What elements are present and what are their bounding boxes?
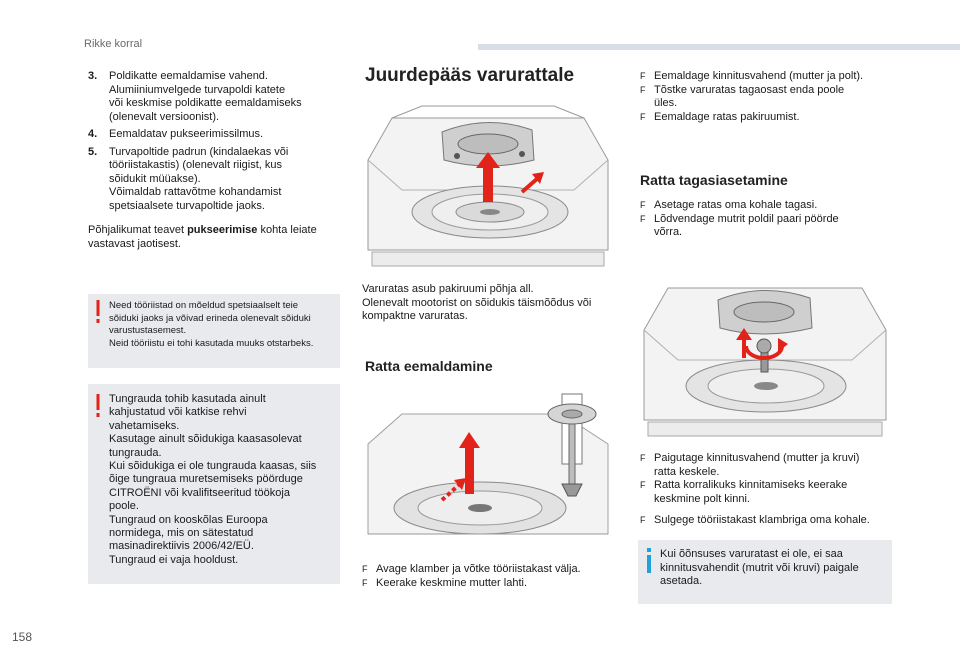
list-item: F Asetage ratas oma kohale tagasi. — [640, 199, 900, 213]
wheel-removal-illustration — [362, 384, 614, 556]
bullet-text: Ratta korralikuks kinnitamiseks keerake … — [654, 479, 848, 505]
warning-text: Tungrauda tohib kasutada ainult kahjusta… — [109, 393, 317, 566]
bullet-marker: F — [640, 71, 646, 81]
list-item: 3. Poldikatte eemaldamise vahend. Alumii… — [88, 70, 348, 124]
warning-box: Tungrauda tohib kasutada ainult kahjusta… — [88, 384, 340, 584]
list-item: F Avage klamber ja võtke tööriistakast v… — [362, 563, 622, 577]
bullet-text: Avage klamber ja võtke tööriistakast väl… — [376, 563, 581, 575]
para-text: Põhjalikumat teavet — [88, 224, 188, 236]
bullet-marker: F — [362, 564, 368, 574]
para-text: kohta leiate vastavast jaotisest. — [88, 224, 317, 250]
list-item: 5. Turvapoltide padrun (kindalaekas või … — [88, 146, 348, 214]
bullet-marker: F — [640, 84, 646, 95]
section-heading-refitting: Ratta tagasiasetamine — [640, 172, 788, 188]
list-item: F Lõdvendage mutrit poldil paari pöörde … — [640, 213, 900, 240]
page-title: Juurdepääs varurattale — [365, 65, 575, 86]
list-item: F Keerake keskmine mutter lahti. — [362, 577, 622, 591]
refitting-steps: F Asetage ratas oma kohale tagasi. F Lõd… — [640, 199, 900, 240]
item-text: Eemaldatav pukseerimissilmus. — [109, 128, 264, 140]
bullet-marker: F — [640, 111, 646, 122]
item-text: Poldikatte eemaldamise vahend. Alumiiniu… — [109, 70, 302, 123]
section-title: Rikke korral — [84, 38, 143, 50]
warning-box: Need tööriistad on mõeldud spetsiaalselt… — [88, 294, 340, 368]
tool-list: 3. Poldikatte eemaldamise vahend. Alumii… — [88, 70, 348, 251]
warning-icon — [96, 394, 100, 417]
info-box: Kui õõnsuses varuratast ei ole, ei saa k… — [638, 540, 892, 604]
securing-steps: F Paigutage kinnitusvahend (mutter ja kr… — [640, 452, 900, 528]
wheel-refitting-illustration — [638, 270, 892, 442]
bullet-text: Lõdvendage mutrit poldil paari pöörde võ… — [654, 212, 839, 239]
removal-steps-continued: F Eemaldage kinnitusvahend (mutter ja po… — [640, 70, 900, 124]
info-text: Kui õõnsuses varuratast ei ole, ei saa k… — [660, 548, 859, 587]
bullet-marker: F — [640, 213, 646, 224]
bullet-marker: F — [640, 453, 646, 463]
info-icon — [647, 548, 651, 573]
spare-wheel-access-illustration — [362, 100, 614, 272]
list-item: F Eemaldage ratas pakiruumist. — [640, 111, 900, 125]
removal-steps: F Avage klamber ja võtke tööriistakast v… — [362, 563, 622, 590]
warning-text: Need tööriistad on mõeldud spetsiaalselt… — [109, 300, 314, 349]
item-number: 5. — [88, 145, 98, 158]
bullet-marker: F — [640, 480, 646, 490]
bullet-marker: F — [640, 515, 646, 525]
item-text: Turvapoltide padrun (kindalaekas või töö… — [109, 145, 289, 212]
bullet-text: Tõstke varuratas tagaosast enda poole ül… — [654, 83, 845, 110]
list-item: F Tõstke varuratas tagaosast enda poole … — [640, 84, 900, 111]
bullet-text: Eemaldage kinnitusvahend (mutter ja polt… — [654, 70, 864, 82]
bullet-text: Keerake keskmine mutter lahti. — [376, 576, 528, 589]
item-number: 4. — [88, 128, 98, 140]
bullet-text: Asetage ratas oma kohale tagasi. — [654, 199, 818, 211]
list-item: F Paigutage kinnitusvahend (mutter ja kr… — [640, 452, 900, 479]
list-item: 4. Eemaldatav pukseerimissilmus. — [88, 128, 348, 142]
para-bold-text: pukseerimise — [187, 224, 258, 236]
bullet-marker: F — [362, 577, 368, 588]
list-item: F Ratta korralikuks kinnitamiseks keerak… — [640, 479, 900, 506]
towing-reference: Põhjalikumat teavet pukseerimise kohta l… — [88, 224, 348, 251]
spare-wheel-intro: Varuratas asub pakiruumi põhja all. Olen… — [362, 283, 592, 322]
header-bar — [478, 44, 960, 50]
warning-icon — [96, 300, 100, 323]
bullet-marker: F — [640, 200, 646, 210]
list-item: F Eemaldage kinnitusvahend (mutter ja po… — [640, 70, 900, 84]
list-item: F Sulgege tööriistakast klambriga oma ko… — [640, 514, 900, 528]
item-number: 3. — [88, 70, 98, 82]
bullet-text: Eemaldage ratas pakiruumist. — [654, 110, 800, 123]
bullet-text: Paigutage kinnitusvahend (mutter ja kruv… — [654, 452, 860, 478]
bullet-text: Sulgege tööriistakast klambriga oma koha… — [654, 514, 870, 526]
page-number: 158 — [12, 630, 33, 644]
section-heading-removal: Ratta eemaldamine — [365, 358, 493, 374]
